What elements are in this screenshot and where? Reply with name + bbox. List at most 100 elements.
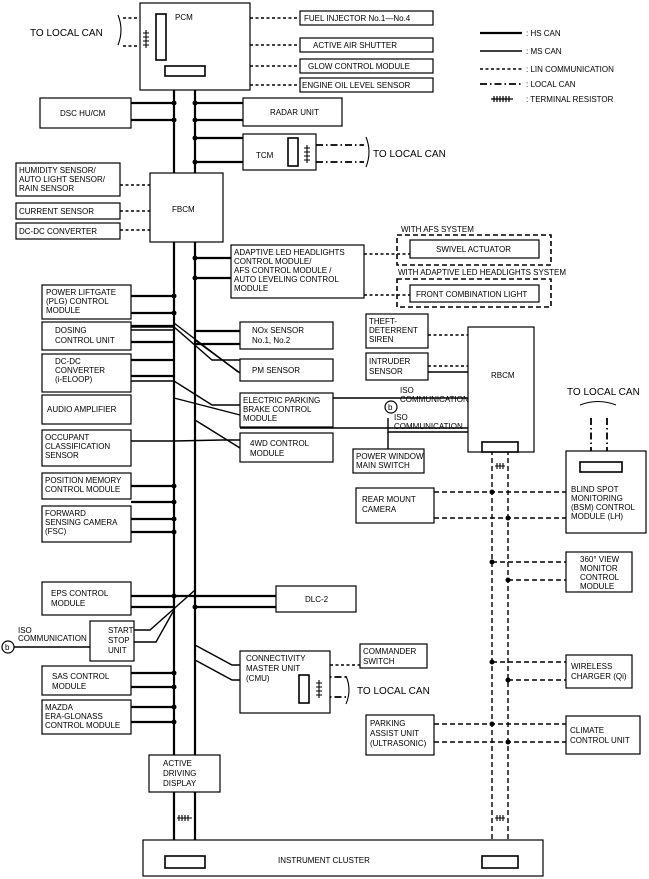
fsc-label-2: SENSING CAMERA [45,518,118,527]
pcm-outputs: FUEL INJECTOR No.1—No.4 ACTIVE AIR SHUTT… [299,10,434,93]
pcm-label: PCM [175,13,193,22]
dosing-label-1: DOSING [55,326,87,335]
pcm-break-mark [117,14,122,46]
legend-lin: : LIN COMMUNICATION [526,65,614,74]
active-air-shutter-label: ACTIVE AIR SHUTTER [313,41,397,50]
commander-label-2: SWITCH [363,657,395,666]
rbcm-module: RBCM [467,326,535,453]
sas-label-1: SAS CONTROL [52,672,110,681]
sas-module: SAS CONTROL MODULE [41,665,132,696]
adaptive-led-label-5: MODULE [234,284,268,293]
iso-top-1: ISO [400,386,414,395]
view360-label-1: 360° VIEW [580,555,620,564]
commander-switch: COMMANDER SWITCH [359,643,428,669]
climate-control-unit: CLIMATE CONTROL UNIT [565,715,641,755]
theft-label-1: THEFT- [369,317,397,326]
intruder-label-1: INTRUDER [369,357,411,366]
occupant-label-3: SENSOR [45,451,79,460]
adaptive-led-label-4: AUTO LEVELING CONTROL [234,275,339,284]
awd-module: 4WD CONTROL MODULE [239,432,334,463]
power-window-label-2: MAIN SWITCH [356,461,410,470]
eps-label-1: EPS CONTROL [51,589,109,598]
awd-label-1: 4WD CONTROL [250,439,310,448]
occupant-label-1: OCCUPANT [45,433,89,442]
humidity-sensor: HUMIDITY SENSOR/ AUTO LIGHT SENSOR/ RAIN… [15,162,121,197]
tcm-module: TCM [242,133,317,171]
position-memory-label-2: CONTROL MODULE [45,485,120,494]
power-window-label-1: POWER WINDOW [356,452,424,461]
fbcm-label: FBCM [172,205,195,214]
occupant-label-2: CLASSIFICATION [45,442,110,451]
bsm-module: BLIND SPOT MONITORING (BSM) CONTROL MODU… [565,450,647,534]
dcdc-ieloop-label-3: (i-ELOOP) [55,375,93,384]
cmu-label-2: MASTER UNIT [246,664,300,673]
power-window-switch: POWER WINDOW MAIN SWITCH [352,448,425,474]
era-label-2: ERA-GLONASS [45,712,103,721]
intruder-label-2: SENSOR [369,367,403,376]
era-glonass-module: MAZDA ERA-GLONASS CONTROL MODULE [41,699,132,735]
legend-resistor-symbol [491,96,513,102]
pm-sensor-label: PM SENSOR [252,366,300,375]
sas-label-2: MODULE [52,682,86,691]
dlc2-label: DLC-2 [305,595,329,604]
with-afs-label: WITH AFS SYSTEM [401,225,474,234]
pcm-resistor [143,30,149,48]
oil-level-sensor-label: ENGINE OIL LEVEL SENSOR [302,81,411,90]
pm-sensor: PM SENSOR [239,358,334,382]
plg-label-3: MODULE [46,306,80,315]
theft-siren: THEFT- DETERRENT SIREN [365,313,429,349]
swivel-actuator: SWIVEL ACTUATOR [409,239,540,259]
fbcm-module: FBCM [149,172,224,243]
epb-label-1: ELECTRIC PARKING [243,396,320,405]
iso-b-top: b ISO COMMUNICATION ISO COMMUNICATION [384,386,469,431]
audio-amplifier: AUDIO AMPLIFIER [41,394,132,425]
radar-module: RADAR UNIT [242,97,343,127]
climate-label-2: CONTROL UNIT [570,736,630,745]
tcm-to-local-can: TO LOCAL CAN [373,149,446,160]
dcdc-label: DC-DC CONVERTER [19,227,97,236]
epb-label-2: BRAKE CONTROL [243,405,312,414]
rear-camera-label-2: CAMERA [362,505,397,514]
afs-frame [396,234,552,266]
adaptive-led-module: ADAPTIVE LED HEADLIGHTS CONTROL MODULE/ … [230,244,365,299]
parking-label-1: PARKING [370,719,405,728]
iso-left-1: ISO [18,626,32,635]
view360-label-4: MODULE [580,582,614,591]
humidity-label-3: RAIN SENSOR [19,184,74,193]
active-display-label-1: ACTIVE [163,759,192,768]
wireless-charger: WIRELESS CHARGER (Qi) [565,654,633,689]
plg-label-2: (PLG) CONTROL [46,297,109,306]
occupant-sensor: OCCUPANT CLASSIFICATION SENSOR [41,429,132,467]
bsm-label-3: (BSM) CONTROL [571,503,636,512]
legend-hs-can: : HS CAN [526,29,561,38]
start-stop-label-1: START [108,626,134,635]
instrument-cluster-label: INSTRUMENT CLUSTER [278,856,370,865]
junction-dots [171,100,511,745]
humidity-label-1: HUMIDITY SENSOR/ [19,166,97,175]
active-display-label-2: DRIVING [163,769,196,778]
fsc-label-1: FORWARD [45,509,86,518]
current-sensor: CURRENT SENSOR [15,202,121,220]
rear-camera: REAR MOUNT CAMERA [355,487,435,524]
theft-label-3: SIREN [369,335,394,344]
adaptive-led-label-2: CONTROL MODULE/ [234,257,312,266]
epb-label-3: MODULE [243,414,277,423]
tcm-label: TCM [256,151,274,160]
awd-label-2: MODULE [250,449,284,458]
instrument-cluster: INSTRUMENT CLUSTER [142,839,544,877]
active-display-label-3: DISPLAY [163,779,197,788]
dcdc-converter: DC-DC CONVERTER [15,222,121,240]
bsm-label-4: MODULE (LH) [571,512,623,521]
iso-mid-2: COMMUNICATION [394,422,463,431]
radar-label: RADAR UNIT [270,108,319,117]
dosing-label-2: CONTROL UNIT [55,336,115,345]
swivel-label: SWIVEL ACTUATOR [436,245,511,254]
front-combination-label: FRONT COMBINATION LIGHT [416,290,527,299]
era-label-3: CONTROL MODULE [45,721,120,730]
epb-module: ELECTRIC PARKING BRAKE CONTROL MODULE [239,392,334,428]
with-adaptive-label: WITH ADAPTIVE LED HEADLIGHTS SYSTEM [398,268,566,277]
era-label-1: MAZDA [45,703,74,712]
humidity-label-2: AUTO LIGHT SENSOR/ [19,175,106,184]
dosing-control: DOSING CONTROL UNIT [41,321,132,351]
